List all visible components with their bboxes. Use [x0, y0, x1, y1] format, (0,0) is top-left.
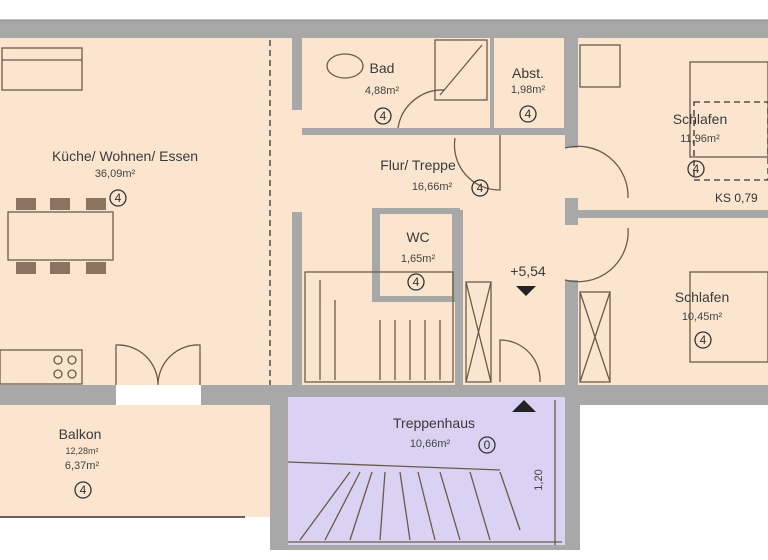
room-name: Flur/ Treppe: [380, 157, 456, 173]
dimension-label: 1,20: [533, 469, 545, 490]
room-tag: 4: [413, 275, 420, 289]
room-area: 4,88m²: [365, 85, 400, 97]
room-area-gross: 12,28m²: [65, 446, 98, 456]
shower-diagonal: [439, 44, 483, 96]
door-opening: [565, 225, 579, 280]
wall-opening: [292, 110, 302, 212]
room-tag: 0: [484, 438, 491, 452]
stairs: [304, 271, 611, 383]
kitchen-counter: [0, 349, 83, 385]
shower: [434, 39, 488, 101]
room-tag-circle: [109, 189, 127, 207]
room-tag: 4: [525, 107, 532, 121]
room-area: 10,66m²: [410, 438, 451, 450]
door-swing: [564, 145, 629, 199]
room-name: Abst.: [512, 65, 544, 81]
bed: [689, 61, 768, 158]
level-label: +5,54: [510, 263, 546, 279]
room-name: Schlafen: [675, 289, 729, 305]
room-tag-circle: [471, 179, 489, 197]
room-tag: 4: [380, 109, 387, 123]
dining-table: [7, 211, 114, 261]
room-name: Bad: [370, 60, 395, 76]
room-tag-circle: [74, 481, 92, 499]
room-area: 1,98m²: [511, 84, 546, 96]
room-area: 6,37m²: [65, 460, 100, 472]
desk: [579, 44, 621, 88]
room-schlafen-1: [578, 38, 768, 210]
room-treppenhaus: [288, 397, 565, 545]
door-swing: [453, 135, 501, 191]
room-tag-circle: [407, 273, 425, 291]
bed: [689, 271, 768, 363]
sofa: [1, 47, 83, 91]
room-wc: [380, 214, 452, 296]
room-area: 16,66m²: [412, 181, 453, 193]
room-tag: 4: [80, 483, 87, 497]
room-area: 10,45m²: [682, 311, 723, 323]
room-area: 11,96m²: [680, 133, 720, 145]
room-tag-circle: [478, 436, 496, 454]
balcony-door: [116, 385, 201, 405]
level-marker-icon: [516, 286, 536, 296]
room-balkon: [0, 405, 270, 517]
door-swing: [397, 89, 446, 129]
room-name: Schlafen: [673, 111, 727, 127]
wall: [455, 210, 463, 385]
stove: [53, 355, 77, 379]
toilet: [326, 53, 364, 79]
ks-label: KS 0,79: [715, 191, 758, 205]
stairwell-stairs: [287, 400, 562, 545]
room-name: Küche/ Wohnen/ Essen: [52, 148, 198, 164]
room-abstellraum: [494, 38, 564, 128]
room-name: Balkon: [59, 426, 102, 442]
stair-up-icon: [512, 400, 536, 412]
room-area: 1,65m²: [401, 253, 436, 265]
room-tag: 4: [477, 181, 484, 195]
room-tag-circle: [694, 331, 712, 349]
room-tag: 4: [700, 333, 707, 347]
room-name: WC: [406, 229, 429, 245]
door-opening: [565, 148, 579, 198]
chairs: [16, 198, 106, 274]
balcony-door-swing: [115, 344, 201, 386]
wall: [292, 212, 302, 387]
room-tag: 4: [115, 191, 122, 205]
room-tag-circle: [374, 107, 392, 125]
room-tag: 4: [693, 162, 700, 176]
room-area: 36,09m²: [95, 168, 136, 180]
room-bad: [302, 38, 490, 128]
top-margin: [0, 0, 768, 20]
room-name: Treppenhaus: [393, 415, 475, 431]
room-tag-circle: [687, 160, 705, 178]
exterior-area: [580, 405, 768, 560]
door-swing: [564, 227, 629, 283]
ks-outline: [693, 101, 768, 181]
room-tag-circle: [519, 105, 537, 123]
